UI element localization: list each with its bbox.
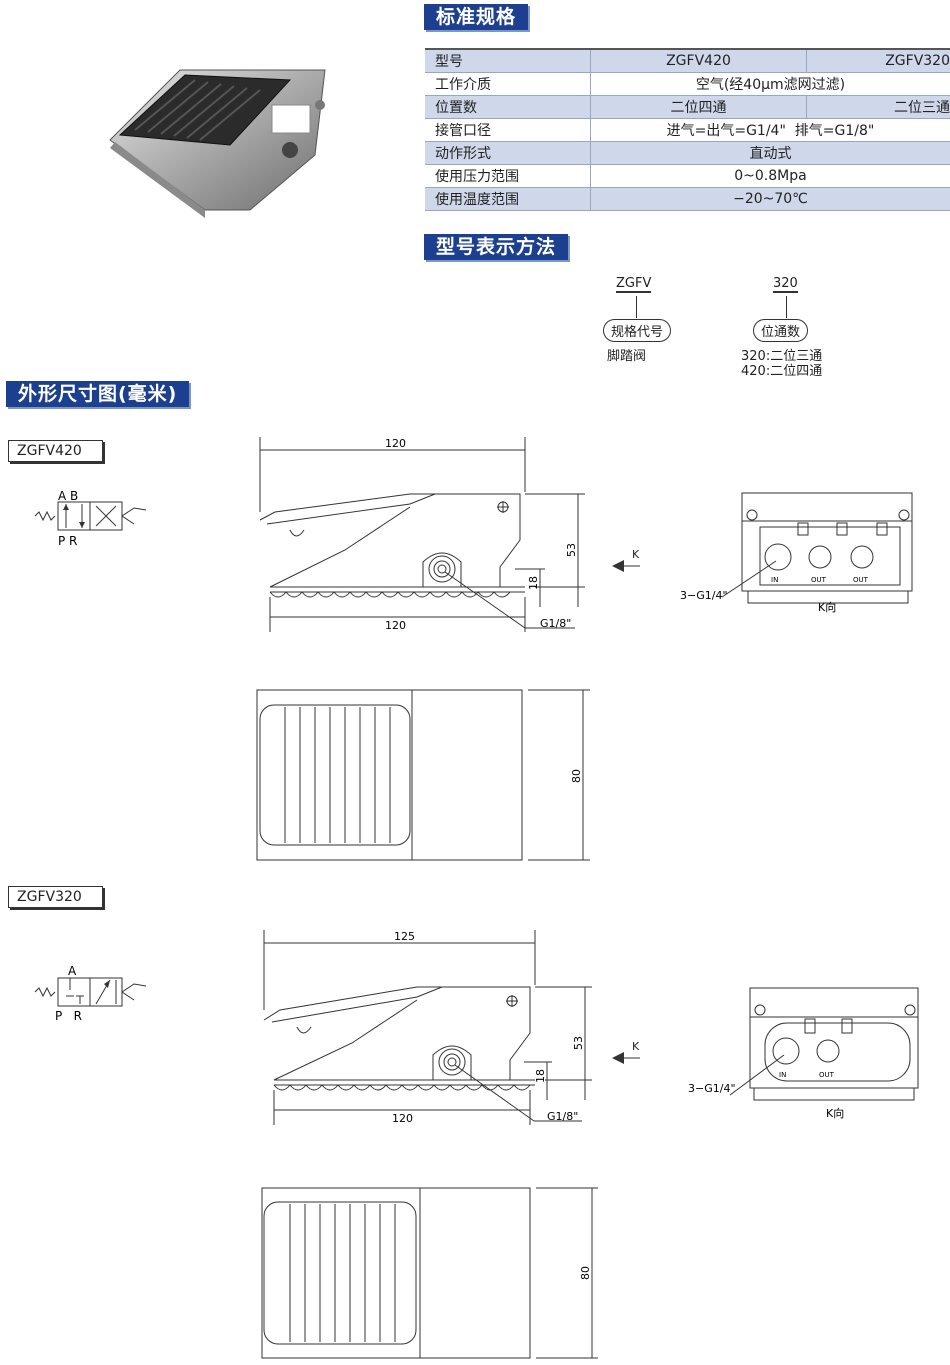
- dim-port-height: 18: [527, 576, 540, 590]
- k-view-caption: K向: [826, 1106, 844, 1120]
- model-code-part2: 320: [773, 276, 798, 293]
- code-part2-label: 位通数: [753, 319, 809, 342]
- symbol-top-label: A: [68, 964, 77, 978]
- symbol-top-label: A B: [58, 489, 78, 503]
- dim-height: 53: [565, 543, 578, 557]
- symbol-bottom-label: P R: [55, 1009, 82, 1022]
- dim-top-length: 125: [394, 930, 415, 943]
- table-row: 位置数 二位四通 二位三通: [425, 95, 950, 119]
- code-part1-desc: 脚踏阀: [607, 349, 647, 364]
- port-label: IN: [771, 576, 778, 584]
- table-row: 使用压力范围 0~0.8Mpa: [425, 164, 950, 188]
- dim-height: 53: [572, 1036, 585, 1050]
- dim-port-size: G1/8": [540, 617, 571, 630]
- code-part2-desc: 420:二位四通: [741, 364, 823, 379]
- dim-bottom-length: 120: [385, 619, 406, 632]
- side-view-drawing: 120 120 53 18 G1/8": [259, 437, 585, 632]
- table-row: 使用温度范围 −20~70℃: [425, 187, 950, 211]
- dim-top-length: 120: [385, 437, 406, 450]
- table-row: 动作形式 直动式: [425, 141, 950, 165]
- model-heading: 型号表示方法: [424, 234, 569, 260]
- code-leader-line: [786, 296, 787, 318]
- dimensions-heading: 外形尺寸图(毫米): [6, 381, 190, 407]
- model-code-part1: ZGFV: [616, 276, 652, 293]
- model-label: ZGFV320: [8, 886, 103, 908]
- code-leader-line: [636, 296, 637, 318]
- table-row: 型号 ZGFV420 ZGFV320: [425, 48, 950, 73]
- k-arrow-icon: [612, 1052, 640, 1064]
- valve-symbol: A P R: [34, 964, 147, 1022]
- side-view-drawing: 125 120 53 18 G1/8": [263, 930, 592, 1125]
- top-view-drawing: 80: [256, 689, 590, 861]
- model-label: ZGFV420: [8, 440, 103, 462]
- port-label: OUT: [853, 576, 869, 584]
- valve-symbol: A B P R: [34, 489, 147, 548]
- spec-heading: 标准规格: [424, 4, 529, 30]
- product-photo: [109, 69, 326, 218]
- code-part1-label: 规格代号: [603, 319, 672, 342]
- port-label: OUT: [819, 1071, 835, 1079]
- dim-width: 80: [579, 1266, 592, 1280]
- port-label: IN: [779, 1071, 786, 1079]
- port-label: OUT: [811, 576, 827, 584]
- table-row: 接管口径 进气=出气=G1/4" 排气=G1/8": [425, 118, 950, 142]
- k-view-drawing: IN OUT OUT 3−G1/4" K向: [680, 492, 913, 613]
- port-size-label: 3−G1/4": [680, 589, 728, 602]
- dim-width: 80: [570, 769, 583, 783]
- dim-port-size: G1/8": [547, 1110, 578, 1123]
- spec-table: 型号 ZGFV420 ZGFV320 工作介质 空气(经40μm滤网过滤) 位置…: [425, 48, 950, 211]
- top-view-drawing: 80: [261, 1187, 598, 1359]
- code-part2-desc: 320:二位三通: [741, 349, 823, 364]
- k-arrow-icon: [612, 560, 640, 572]
- k-view-caption: K向: [818, 600, 836, 613]
- port-size-label: 3−G1/4": [688, 1082, 736, 1095]
- k-direction-label: K: [632, 548, 640, 561]
- k-view-drawing: IN OUT 3−G1/4" K向: [688, 987, 919, 1120]
- k-direction-label: K: [632, 1040, 640, 1053]
- table-row: 工作介质 空气(经40μm滤网过滤): [425, 72, 950, 96]
- dim-port-height: 18: [534, 1069, 547, 1083]
- dim-bottom-length: 120: [392, 1112, 413, 1125]
- symbol-bottom-label: P R: [58, 534, 77, 548]
